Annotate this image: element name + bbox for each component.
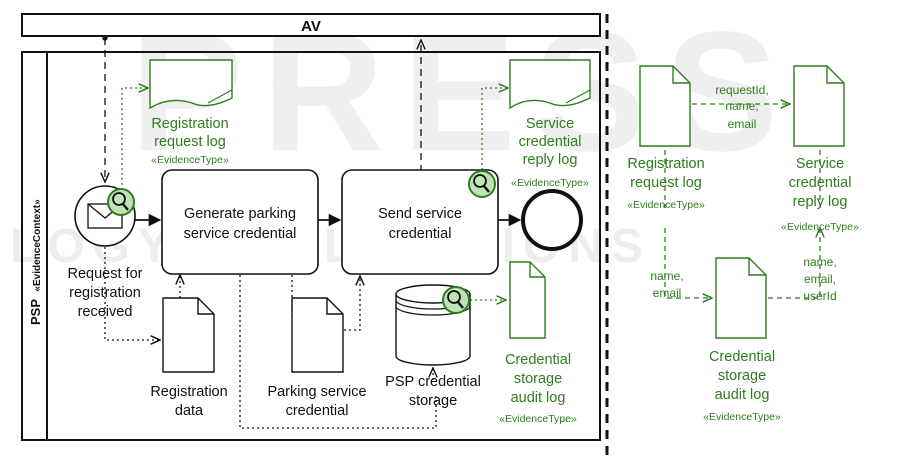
evidence-audit-log-left[interactable]: Credential storage audit log «EvidenceTy… <box>499 261 577 425</box>
task-generate-label-2: service credential <box>184 226 297 242</box>
audit-log-right-stereotype: «EvidenceType» <box>703 411 781 423</box>
svg-text:PSP «EvidenceContext»: PSP «EvidenceContext» <box>28 199 43 325</box>
reg-log-right-stereotype: «EvidenceType» <box>627 199 705 211</box>
evidence-links-left <box>121 88 508 300</box>
document-icon <box>149 59 233 110</box>
link-top-2: name, <box>725 99 758 113</box>
document-icon <box>291 297 344 373</box>
audit-log-left-label-2: storage <box>514 371 562 387</box>
link-label-right: name, email, userId <box>803 255 836 303</box>
reg-log-left-label-2: request log <box>154 134 226 150</box>
psp-pool: PSP «EvidenceContext» <box>21 51 601 441</box>
start-event-label-3: received <box>78 304 133 320</box>
task-send-credential[interactable]: Send service credential <box>341 169 499 275</box>
audit-log-right-label-1: Credential <box>709 349 775 365</box>
parking-credential-label-1: Parking service <box>267 384 366 400</box>
magnifier-icon <box>468 170 496 198</box>
document-icon <box>509 59 591 110</box>
document-icon <box>509 261 546 339</box>
document-icon <box>715 257 767 339</box>
link-label-left: name, email <box>650 269 683 300</box>
av-pool-label: AV <box>301 18 321 35</box>
evidence-registration-log-left[interactable]: Registration request log «EvidenceType» <box>149 59 233 166</box>
magnifier-icon <box>107 188 135 216</box>
reply-log-right-label-3: reply log <box>793 194 848 210</box>
link-top-3: email <box>728 117 757 131</box>
reply-log-right-label-1: Service <box>796 156 844 172</box>
link-right-3: userId <box>803 289 836 303</box>
data-store-psp-credential[interactable]: PSP credential storage <box>385 284 481 409</box>
audit-log-left-label-3: audit log <box>511 390 566 406</box>
task-generate-credential[interactable]: Generate parking service credential <box>161 169 319 275</box>
reply-log-right-stereotype: «EvidenceType» <box>781 221 859 233</box>
link-left-1: name, <box>650 269 683 283</box>
evidence-links-right <box>664 104 820 298</box>
storage-label-2: storage <box>409 393 457 409</box>
audit-log-right-label-2: storage <box>718 368 766 384</box>
start-event-label-1: Request for <box>68 266 143 282</box>
audit-log-left-label-1: Credential <box>505 352 571 368</box>
psp-pool-stereotype: «EvidenceContext» <box>32 199 43 292</box>
end-event[interactable] <box>521 189 583 251</box>
link-top-1: requestId, <box>715 83 768 97</box>
document-icon <box>793 65 845 147</box>
link-right-1: name, <box>803 255 836 269</box>
reg-log-right-label-1: Registration <box>627 156 704 172</box>
start-event[interactable]: Request for registration received <box>68 185 143 320</box>
reply-log-right-label-2: credential <box>789 175 852 191</box>
reply-log-left-label-1: Service <box>526 116 574 132</box>
evidence-registration-log-right[interactable]: Registration request log «EvidenceType» <box>627 65 705 211</box>
psp-pool-label: PSP <box>28 299 43 325</box>
data-object-parking-credential[interactable]: Parking service credential <box>267 297 367 419</box>
document-icon <box>162 297 215 373</box>
data-object-registration-data[interactable]: Registration data <box>150 297 228 419</box>
reply-log-left-label-2: credential <box>519 134 582 150</box>
registration-data-label-1: Registration <box>150 384 227 400</box>
evidence-reply-log-right[interactable]: Service credential reply log «EvidenceTy… <box>781 65 859 233</box>
start-event-label-2: registration <box>69 285 141 301</box>
link-left-2: email <box>653 286 682 300</box>
av-pool: AV <box>21 13 601 37</box>
link-right-2: email, <box>804 272 836 286</box>
storage-label-1: PSP credential <box>385 374 481 390</box>
reg-log-right-label-2: request log <box>630 175 702 191</box>
parking-credential-label-2: credential <box>286 403 349 419</box>
message-flows <box>105 38 421 182</box>
audit-log-left-stereotype: «EvidenceType» <box>499 413 577 425</box>
evidence-audit-log-right[interactable]: Credential storage audit log «EvidenceTy… <box>703 257 781 423</box>
reply-log-left-stereotype: «EvidenceType» <box>511 177 589 189</box>
audit-log-right-label-3: audit log <box>715 387 770 403</box>
reg-log-left-stereotype: «EvidenceType» <box>151 154 229 166</box>
link-label-top: requestId, name, email <box>715 83 768 131</box>
envelope-icon <box>87 203 123 229</box>
evidence-reply-log-left[interactable]: Service credential reply log «EvidenceTy… <box>509 59 591 189</box>
registration-data-label-2: data <box>175 403 204 419</box>
magnifier-icon <box>442 286 470 314</box>
reply-log-left-label-3: reply log <box>523 152 578 168</box>
reg-log-left-label-1: Registration <box>151 116 228 132</box>
document-icon <box>639 65 691 147</box>
task-generate-label-1: Generate parking <box>184 206 296 222</box>
task-send-label-1: Send service <box>378 206 462 222</box>
task-send-label-2: credential <box>389 226 452 242</box>
